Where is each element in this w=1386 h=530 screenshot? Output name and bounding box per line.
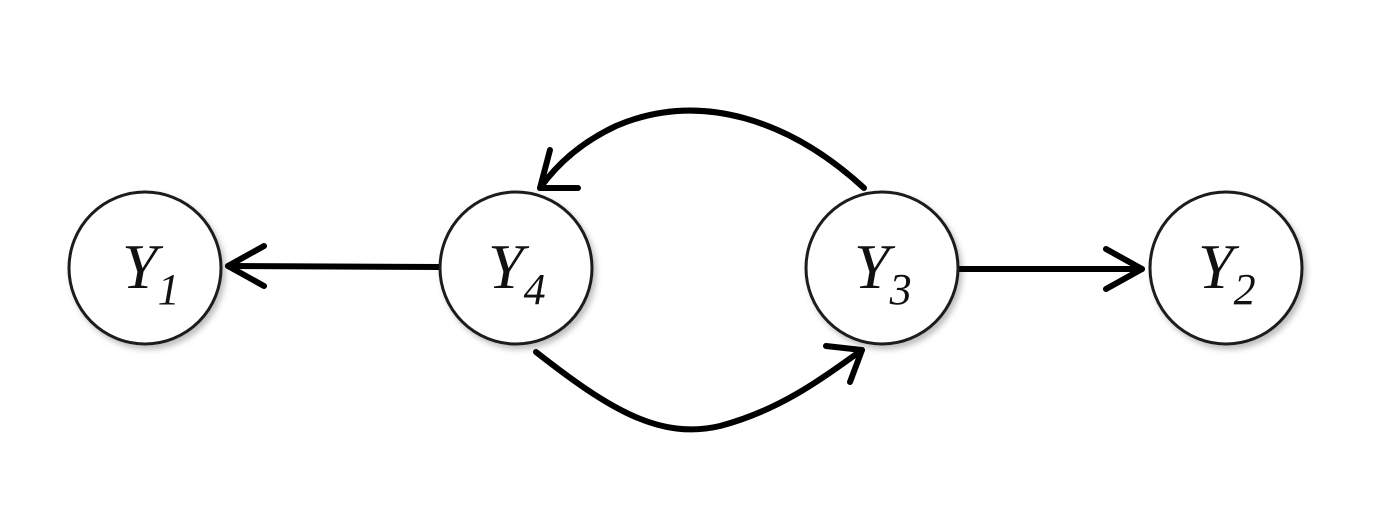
- node-y4-sub: 4: [524, 265, 546, 314]
- node-y1-var: Y: [122, 231, 164, 302]
- node-y1: Y1: [67, 190, 223, 346]
- node-y2-var: Y: [1198, 231, 1240, 302]
- svg-text:Y4: Y4: [488, 231, 546, 314]
- edge-y4-y1: [225, 243, 443, 289]
- node-y1-sub: 1: [158, 265, 180, 314]
- node-y2: Y2: [1148, 190, 1304, 346]
- svg-text:Y2: Y2: [1198, 231, 1256, 314]
- node-y4: Y4: [438, 190, 594, 346]
- edge-y3-y2: [955, 246, 1145, 292]
- node-y4-var: Y: [488, 231, 530, 302]
- node-y3: Y3: [804, 190, 960, 346]
- node-y2-sub: 2: [1234, 265, 1256, 314]
- node-y3-sub: 3: [889, 265, 912, 314]
- edge-y3-y4: [537, 107, 867, 191]
- svg-text:Y3: Y3: [854, 231, 912, 314]
- edge-y4-y3: [533, 343, 865, 433]
- node-y3-var: Y: [854, 231, 896, 302]
- svg-text:Y1: Y1: [122, 231, 180, 314]
